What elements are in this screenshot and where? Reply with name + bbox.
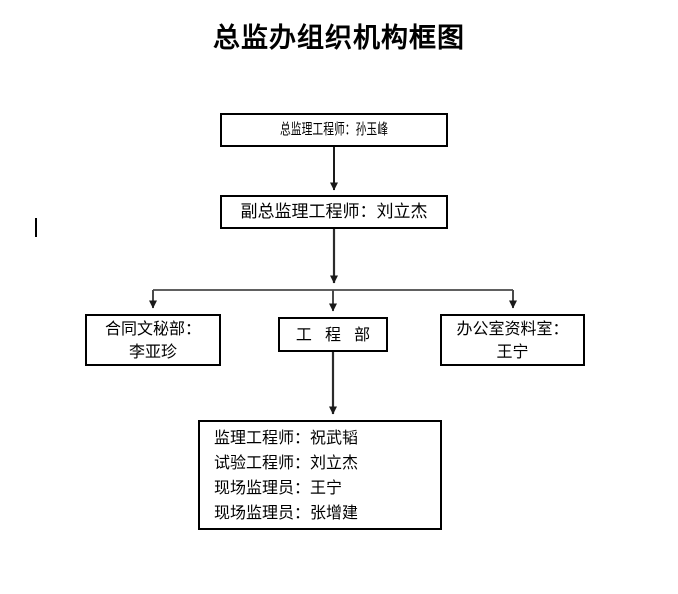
node-engineering-dept[interactable]: 工 程 部 bbox=[278, 317, 388, 352]
page-title: 总监办组织机构框图 bbox=[213, 23, 465, 54]
node-site-staff-list[interactable]: 监理工程师：祝武韬 试验工程师：刘立杰 现场监理员：王宁 现场监理员：张增建 bbox=[198, 420, 442, 530]
text-caret-artifact bbox=[35, 218, 37, 237]
node-deputy-line-1: 副总监理工程师：刘立杰 bbox=[240, 201, 428, 222]
node-staff-line-4: 现场监理员：张增建 bbox=[214, 503, 359, 522]
node-staff-line-3: 现场监理员：王宁 bbox=[214, 478, 343, 497]
node-contract-line-2: 李亚珍 bbox=[128, 342, 177, 361]
node-contract-line-1: 合同文秘部： bbox=[104, 318, 201, 338]
node-staff-line-2: 试验工程师：刘立杰 bbox=[214, 453, 359, 472]
node-chief-line-1: 总监理工程师：孙玉峰 bbox=[279, 120, 388, 139]
node-contract-secretarial-dept[interactable]: 合同文秘部： 李亚珍 bbox=[85, 314, 221, 366]
node-staff-line-1: 监理工程师：祝武韬 bbox=[214, 428, 359, 447]
node-office-line-2: 王宁 bbox=[496, 342, 529, 361]
node-deputy-chief-supervisor[interactable]: 副总监理工程师：刘立杰 bbox=[220, 195, 448, 229]
node-chief-supervisor[interactable]: 总监理工程师：孙玉峰 bbox=[220, 113, 448, 147]
node-engineering-line-1: 工 程 部 bbox=[295, 324, 375, 344]
node-office-archives-room[interactable]: 办公室资料室： 王宁 bbox=[440, 314, 585, 366]
node-office-line-1: 办公室资料室： bbox=[456, 318, 569, 338]
